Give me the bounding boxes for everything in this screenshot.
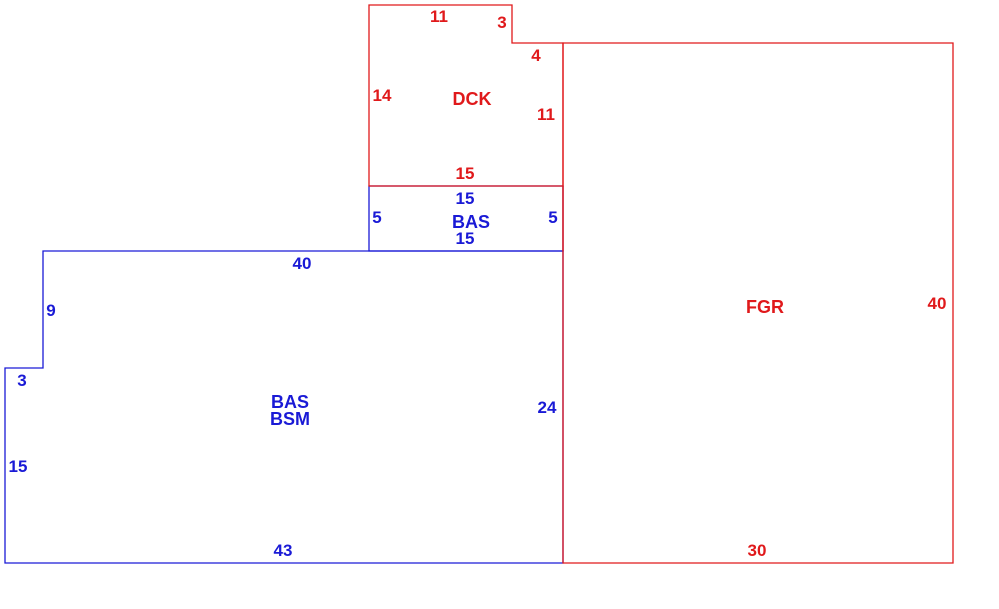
dim-dck-notch-top: 3 xyxy=(497,13,506,32)
bas-small-label: BAS xyxy=(452,212,490,232)
dim-dck-notch-side: 4 xyxy=(531,46,541,65)
dck-label: DCK xyxy=(453,89,492,109)
dim-bas-main-top: 40 xyxy=(293,254,312,273)
dim-bas-main-left: 15 xyxy=(9,457,28,476)
bsm-label: BSM xyxy=(270,409,310,429)
fgr-label: FGR xyxy=(746,297,784,317)
bas-main-label: BAS xyxy=(271,392,309,412)
dim-fgr-bottom: 30 xyxy=(748,541,767,560)
dim-dck-top: 11 xyxy=(430,7,448,26)
dim-bas-small-left: 5 xyxy=(372,208,381,227)
dim-dck-right: 11 xyxy=(537,105,555,124)
dim-bas-main-upper-left: 9 xyxy=(46,301,55,320)
fgr-outline xyxy=(562,42,954,564)
dim-bas-main-right: 24 xyxy=(538,398,557,417)
dim-bas-small-bottom: 15 xyxy=(456,229,475,248)
dim-bas-small-top: 15 xyxy=(456,189,475,208)
dim-dck-left: 14 xyxy=(373,86,392,105)
dim-bas-main-bottom: 43 xyxy=(274,541,293,560)
dim-fgr-right: 40 xyxy=(928,294,947,313)
dim-bas-main-step: 3 xyxy=(17,371,26,390)
dim-dck-bottom: 15 xyxy=(456,164,475,183)
dim-bas-small-right: 5 xyxy=(548,208,557,227)
